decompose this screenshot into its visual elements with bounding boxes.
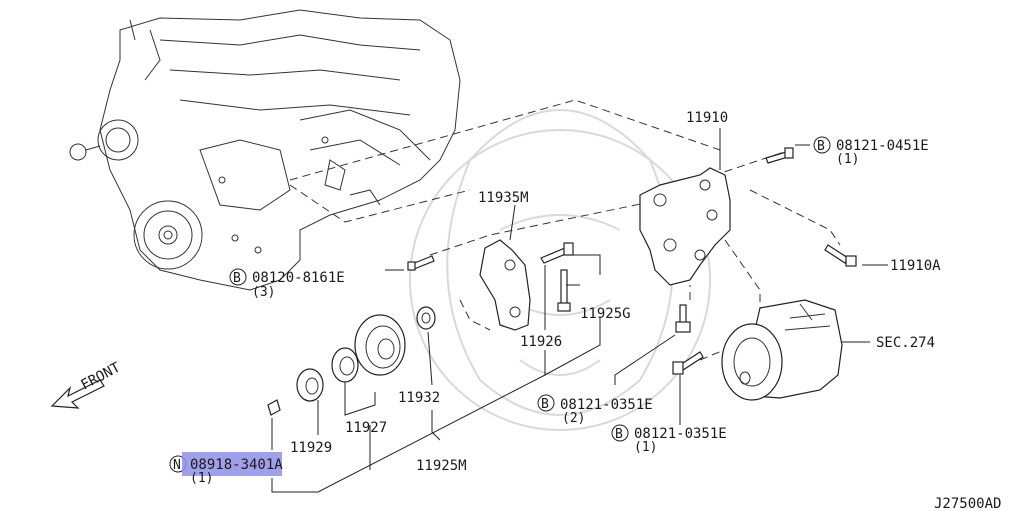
bracket-11910 — [639, 167, 731, 286]
circle-markers: B B B B N — [169, 136, 831, 473]
label-08121-0451E[interactable]: 08121-0451E — [836, 138, 929, 154]
label-11910A[interactable]: 11910A — [890, 258, 941, 274]
qty-08121-0451E: (1) — [836, 152, 859, 167]
qty-08121-0351E-a: (2) — [562, 411, 585, 426]
label-08121-0351E-b[interactable]: 08121-0351E — [634, 426, 727, 442]
label-08120-8161E[interactable]: 08120-8161E — [252, 270, 345, 286]
marker-n-1: N — [173, 458, 181, 473]
label-11929[interactable]: 11929 — [290, 440, 332, 456]
alternator — [721, 299, 843, 401]
label-11910[interactable]: 11910 — [686, 110, 728, 126]
leader-lines — [271, 128, 888, 493]
label-11926[interactable]: 11926 — [520, 334, 562, 350]
selected-part-highlight — [182, 452, 282, 476]
qty-08121-0351E-b: (1) — [634, 440, 657, 455]
qty-08918-3401A: (1) — [190, 471, 213, 486]
marker-b-3: B — [541, 397, 549, 412]
diagram-code: J27500AD — [934, 496, 1001, 511]
label-11935M[interactable]: 11935M — [478, 190, 529, 206]
label-11932[interactable]: 11932 — [398, 390, 440, 406]
qty-08120-8161E: (3) — [252, 285, 275, 300]
label-08918-3401A[interactable]: 08918-3401A — [190, 457, 283, 473]
label-11925G[interactable]: 11925G — [580, 306, 631, 322]
label-11927[interactable]: 11927 — [345, 420, 387, 436]
marker-b-2: B — [817, 139, 825, 154]
pulley-parts — [267, 306, 436, 416]
label-11925M[interactable]: 11925M — [416, 458, 467, 474]
engine-assembly — [69, 9, 461, 291]
label-sec274[interactable]: SEC.274 — [876, 335, 935, 351]
bracket-11935M — [479, 239, 531, 331]
marker-b-4: B — [615, 427, 623, 442]
front-label: FRONT — [78, 359, 123, 393]
watermark-emblem — [409, 109, 711, 431]
marker-b-1: B — [233, 271, 241, 286]
bolts — [407, 147, 857, 375]
label-08121-0351E-a[interactable]: 08121-0351E — [560, 397, 653, 413]
front-arrow — [50, 379, 105, 409]
